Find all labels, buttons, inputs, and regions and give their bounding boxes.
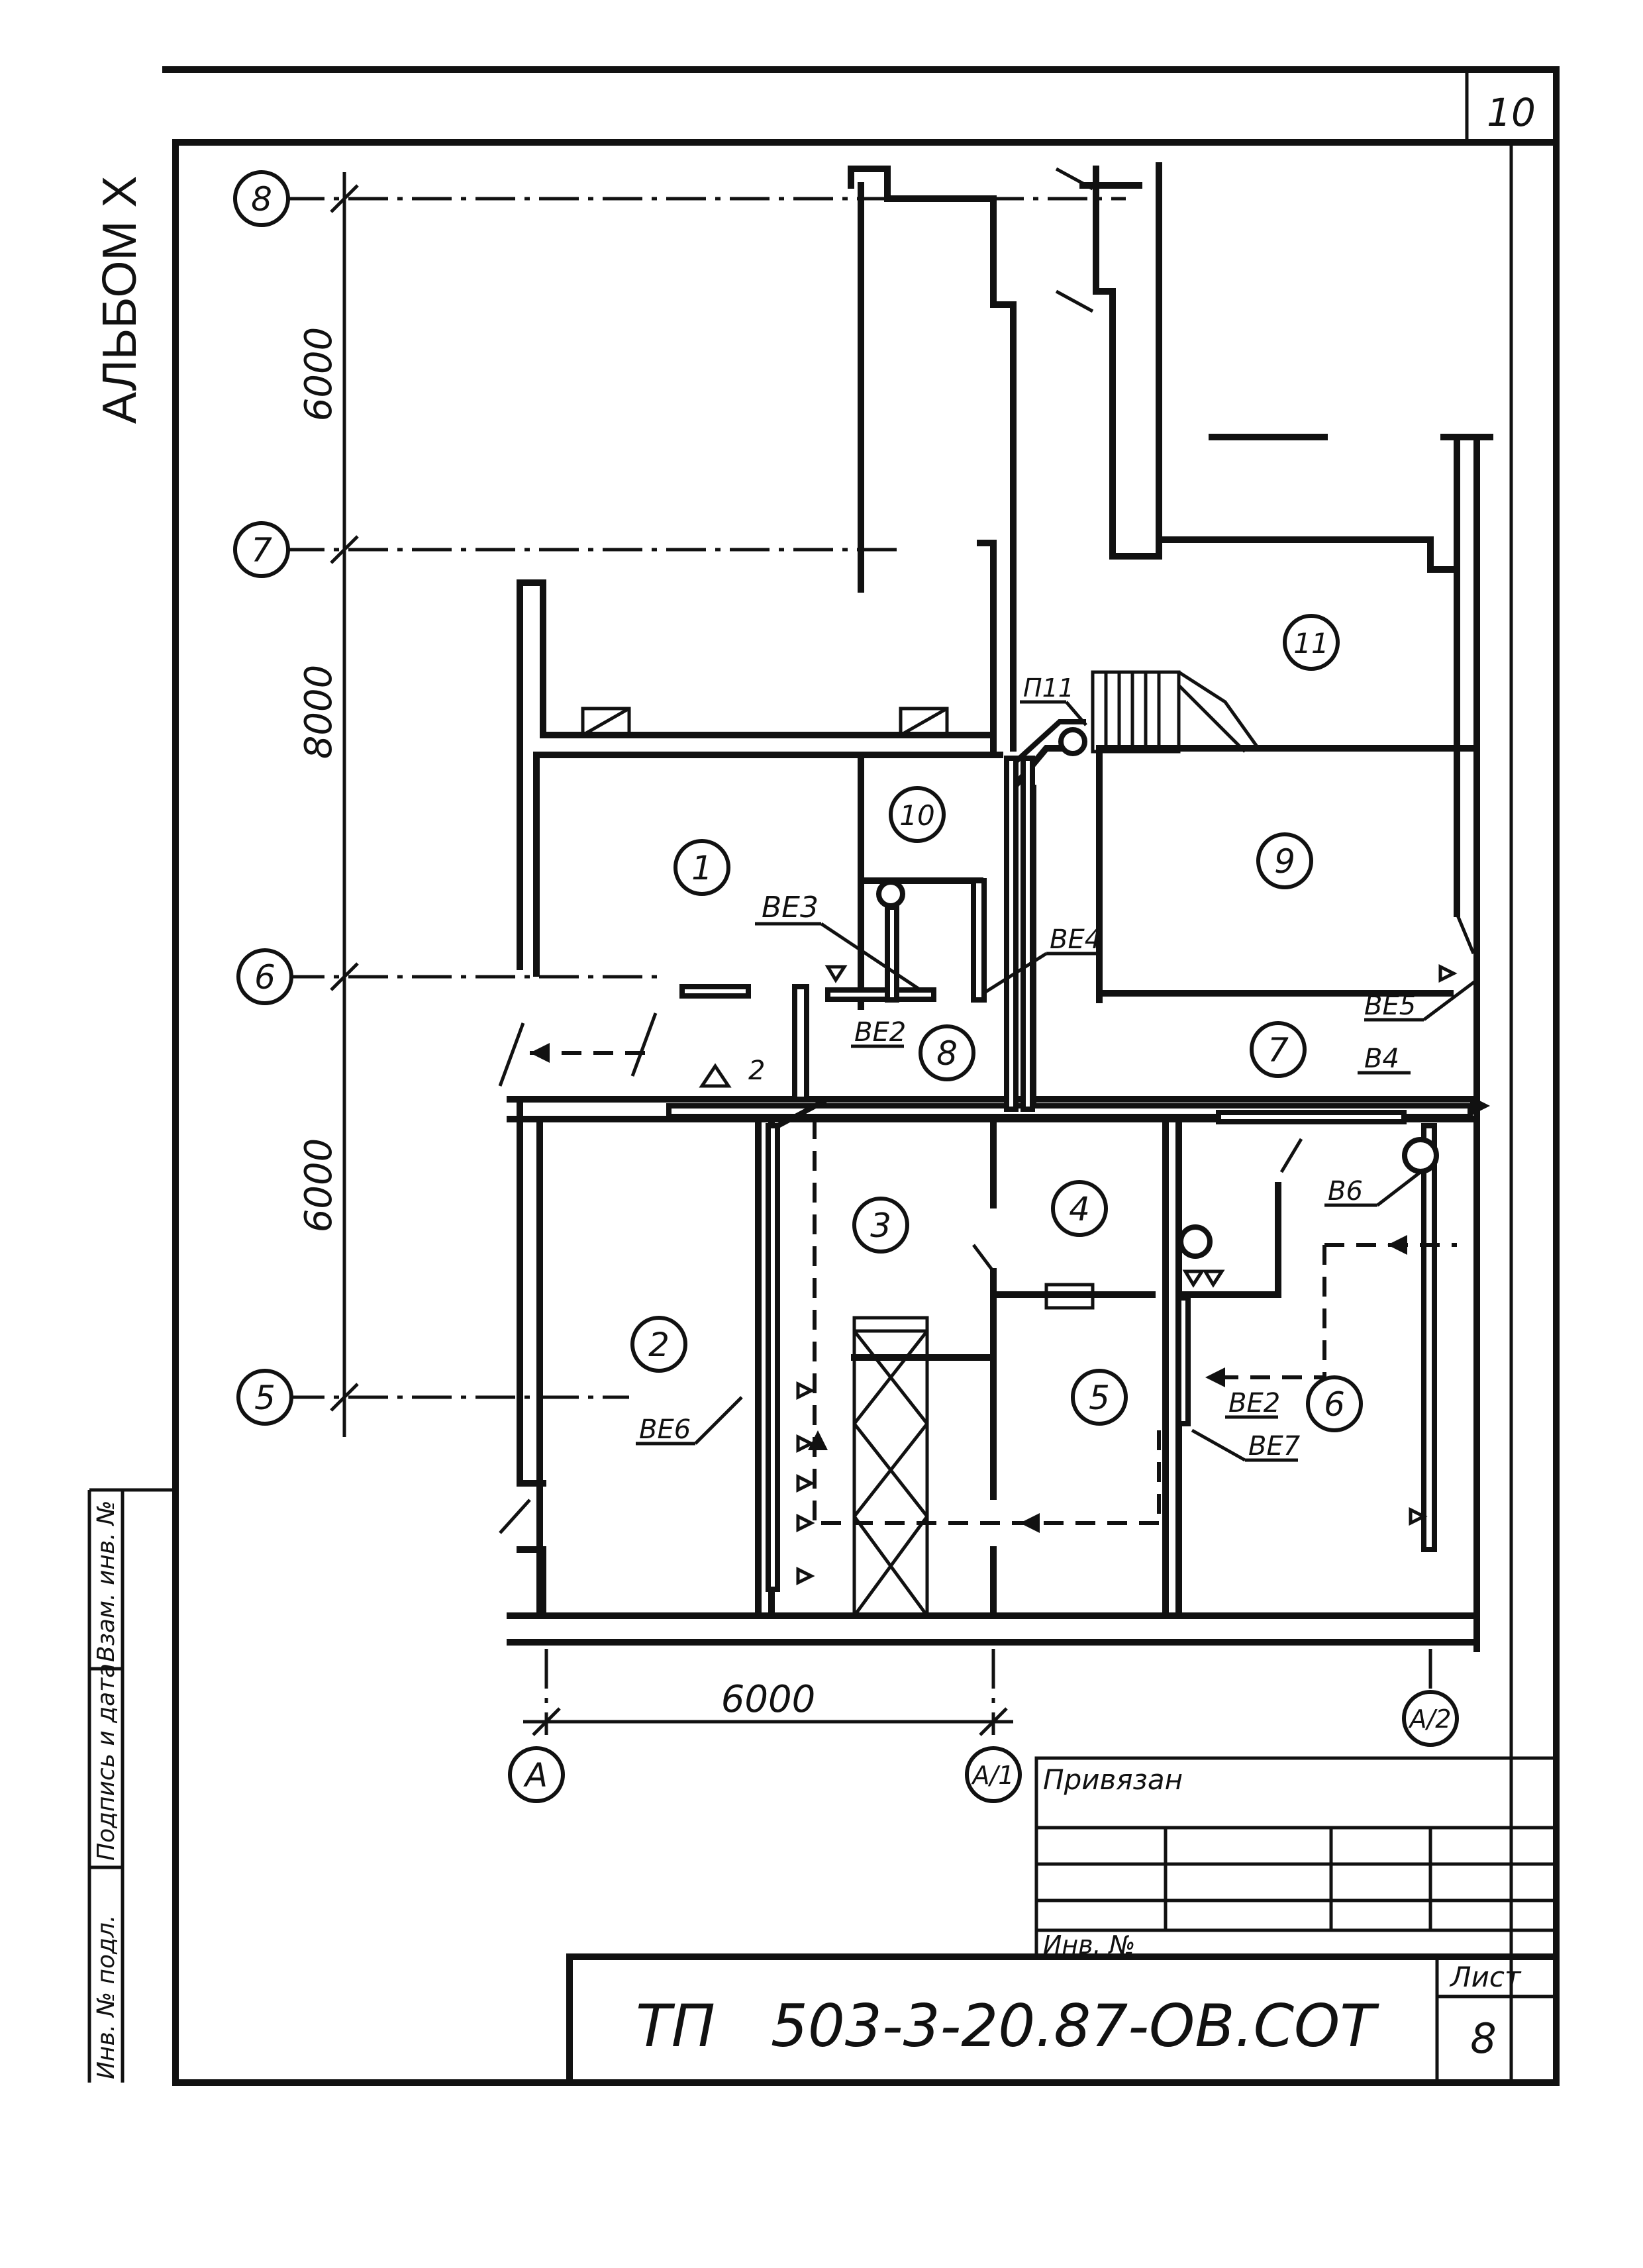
airflow-paths [530,1051,1457,1525]
room-label-5: 5 [1089,1379,1110,1417]
bound-label: Привязан [1043,1763,1183,1796]
sheet-frame [162,66,1560,2086]
label-p11: П11 [1023,673,1074,703]
axis-bubble-a: A [508,1746,565,1803]
axis-label-7: 7 [251,531,272,569]
axis-bubble-8: 8 [233,170,290,227]
side-stamp [87,1488,175,2083]
axis-label-a1: A/1 [971,1761,1015,1790]
sheet-label: Лист [1449,1961,1522,1993]
label-be6: BE6 [639,1414,691,1445]
air-terminals [699,963,1458,1586]
room-label-7: 7 [1268,1031,1289,1069]
sheet-number: 10 [1487,90,1536,135]
door-swings [498,167,1475,1534]
room-label-10: 10 [899,799,934,832]
label-be7: BE7 [1248,1431,1301,1461]
flow-arrows [530,1043,1490,1533]
room-8: 8 [919,1024,975,1081]
room-11: 11 [1283,614,1340,671]
staircase [1091,670,1260,754]
room-2: 2 [630,1316,687,1373]
room-10: 10 [889,786,946,843]
room-label-2: 2 [648,1326,670,1364]
label-b6: B6 [1328,1176,1363,1207]
room-3: 3 [852,1197,909,1254]
label-marker-2: 2 [748,1056,765,1086]
elevator-shaft [852,1316,929,1618]
room-label-1: 1 [691,849,713,887]
room-9: 9 [1256,832,1313,889]
axis-label-5: 5 [254,1379,275,1417]
stamp-vzam-inv: Взам. инв. № [93,1501,120,1662]
inv-label: Инв. № [1043,1930,1135,1959]
room-4: 4 [1051,1180,1108,1237]
axis-label-a: A [523,1756,548,1795]
room-1: 1 [673,839,730,896]
dim-6000-top: 6000 [297,327,340,422]
album-label: АЛЬБОМ X [93,175,146,424]
label-be4: BE4 [1050,924,1101,955]
document-designation: ТП 503-3-20.87-ОВ.СОТ [636,1992,1379,2060]
horizontal-dimension-line [523,1707,1013,1736]
axis-label-8: 8 [251,180,272,219]
axis-label-6: 6 [254,958,275,997]
label-be2-upper: BE2 [854,1017,906,1048]
room-6: 6 [1306,1375,1363,1432]
room-label-9: 9 [1274,842,1295,881]
dim-8000: 8000 [297,665,340,760]
vertical-dimension-line [330,172,359,1437]
axis-bubble-5: 5 [236,1369,293,1426]
axis-label-a2: A/2 [1408,1704,1452,1734]
dim-6000-horizontal: 6000 [721,1678,816,1721]
system-leaders [636,700,1478,1462]
sheet-value: 8 [1470,2014,1496,2063]
room-label-4: 4 [1069,1190,1090,1228]
axis-bubble-a2: A/2 [1402,1690,1459,1747]
upper-walls [517,162,1493,1652]
axis-bubble-7: 7 [233,521,290,578]
stamp-signature-date: Подпись и дата [93,1663,120,1861]
stamp-inv-podl: Инв. № подл. [93,1915,120,2079]
room-label-3: 3 [870,1207,891,1245]
label-be2-lower: BE2 [1228,1388,1280,1418]
ventilation-ducts [666,719,1473,1592]
label-be3: BE3 [762,891,819,924]
room-label-11: 11 [1293,627,1328,660]
room-label-6: 6 [1324,1385,1345,1424]
dim-6000-bottom: 6000 [297,1138,340,1233]
room-label-8: 8 [936,1034,958,1073]
axis-bubble-6: 6 [236,948,293,1005]
label-b4: B4 [1364,1044,1399,1074]
label-be5: BE5 [1364,991,1416,1021]
room-5: 5 [1071,1369,1128,1426]
title-block-grid [566,1756,1560,2086]
room-7: 7 [1250,1021,1307,1078]
axis-bubble-a1: A/1 [965,1746,1022,1803]
